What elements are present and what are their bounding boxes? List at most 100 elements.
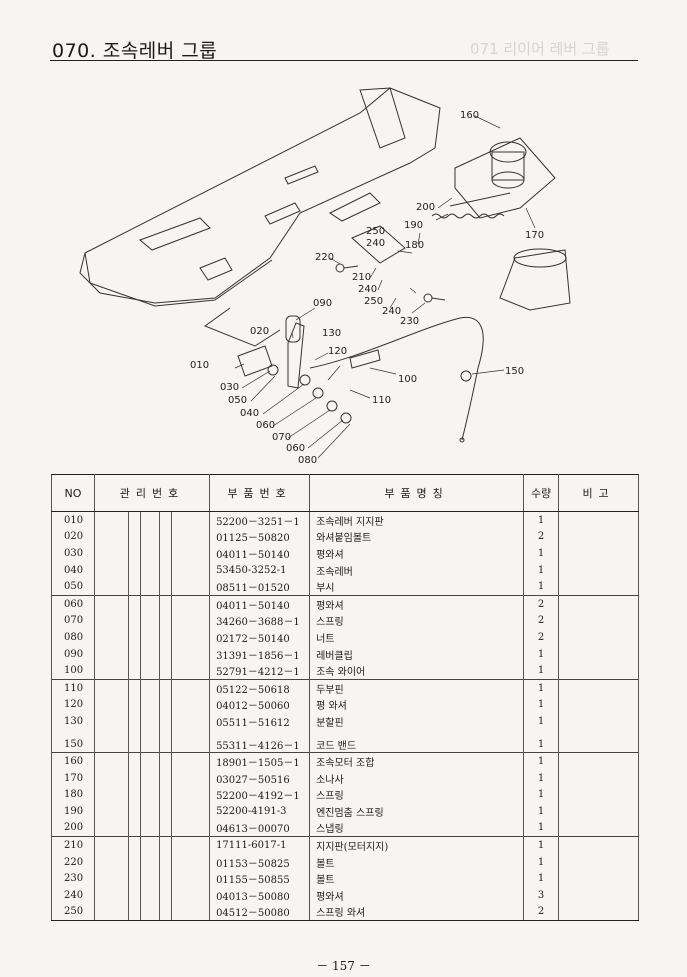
cell-mgmt: [94, 836, 129, 854]
cell-name: 코드 밴드: [309, 735, 525, 753]
callout-080: 080: [298, 455, 317, 466]
cell-part-no: 04011－50140: [209, 545, 311, 562]
cell-qty: 1: [523, 545, 560, 562]
cell-qty: 3: [523, 887, 560, 904]
cell-mgmt: [140, 803, 160, 820]
cell-qty: 1: [523, 713, 560, 730]
cell-mgmt: [159, 735, 172, 753]
cell-mgmt: [140, 786, 160, 804]
cell-no: 090: [51, 645, 95, 663]
callout-130: 130: [322, 328, 341, 339]
callout-250a: 250: [366, 226, 385, 237]
cell-mgmt: [94, 803, 129, 820]
cell-no: 130: [51, 713, 95, 730]
callout-060: 060: [256, 420, 275, 431]
cell-mgmt: [94, 662, 129, 680]
cell-name: 조속 와이어: [309, 662, 525, 680]
cell-mgmt: [94, 578, 129, 596]
cell-remark: [558, 819, 640, 837]
cell-mgmt: [159, 545, 172, 562]
cell-remark: [558, 903, 640, 922]
cell-mgmt: [170, 594, 211, 613]
cell-mgmt: [140, 696, 160, 714]
cell-mgmt: [170, 612, 211, 630]
cell-mgmt: [140, 769, 160, 787]
cell-mgmt: [140, 678, 160, 697]
cell-name: 분할핀: [309, 713, 525, 730]
callout-110: 110: [372, 395, 391, 406]
cell-no: 200: [51, 819, 95, 837]
callout-060b: 060: [286, 443, 305, 454]
cell-mgmt: [140, 870, 160, 888]
cell-mgmt: [170, 870, 211, 888]
cell-mgmt: [140, 836, 160, 854]
cell-qty: 1: [523, 662, 560, 680]
col-part-no: 부품번호: [209, 474, 311, 512]
cell-mgmt: [140, 713, 160, 730]
cell-name: 엔진멈춤 스프링: [309, 803, 525, 820]
cell-part-no: 34260－3688－1: [209, 612, 311, 630]
cell-remark: [558, 510, 640, 529]
cell-mgmt: [94, 612, 129, 630]
cell-mgmt: [170, 510, 211, 529]
cell-mgmt: [94, 713, 129, 730]
callout-050: 050: [228, 395, 247, 406]
cell-qty: 2: [523, 612, 560, 630]
table-header: NO 관리번호 부품번호 부품명칭 수량 비고: [51, 474, 640, 512]
cell-part-no: 31391－1856－1: [209, 645, 311, 663]
cell-mgmt: [128, 903, 141, 922]
cell-qty: 2: [523, 629, 560, 646]
cell-no: 070: [51, 612, 95, 630]
cell-mgmt: [170, 769, 211, 787]
cell-no: 150: [51, 735, 95, 753]
cell-mgmt: [170, 561, 211, 579]
cell-mgmt: [94, 819, 129, 837]
cell-part-no: 17111-6017-1: [209, 836, 311, 854]
cell-part-no: 05511－51612: [209, 713, 311, 730]
cell-mgmt: [94, 887, 129, 904]
col-no: NO: [51, 474, 95, 512]
page-number: － 157 －: [316, 959, 371, 973]
cell-mgmt: [159, 803, 172, 820]
cell-part-no: 02172－50140: [209, 629, 311, 646]
cell-mgmt: [128, 769, 141, 787]
cell-mgmt: [128, 786, 141, 804]
cell-mgmt: [159, 662, 172, 680]
cell-mgmt: [170, 786, 211, 804]
cell-name: 평 와셔: [309, 696, 525, 714]
cell-mgmt: [170, 662, 211, 680]
cell-mgmt: [159, 819, 172, 837]
cell-mgmt: [159, 769, 172, 787]
cell-remark: [558, 545, 640, 562]
cell-qty: 1: [523, 578, 560, 596]
motor-bracket: [454, 137, 556, 219]
chassis-edge: [84, 252, 273, 307]
cell-no: 230: [51, 870, 95, 888]
cell-name: 레버클립: [309, 645, 525, 663]
cell-mgmt: [94, 528, 129, 546]
cell-mgmt: [94, 629, 129, 646]
cell-mgmt: [94, 594, 129, 613]
cell-qty: 1: [523, 696, 560, 714]
cell-part-no: 01153－50825: [209, 853, 311, 871]
cell-mgmt: [140, 545, 160, 562]
bleed-through-title: 071 리이어 레버 그룹: [470, 40, 610, 58]
cell-mgmt: [159, 678, 172, 697]
cover: [499, 249, 571, 311]
cell-remark: [558, 735, 640, 753]
cell-no: 100: [51, 662, 95, 680]
cell-no: 180: [51, 786, 95, 804]
cell-name: 스냅링: [309, 819, 525, 837]
cell-mgmt: [170, 803, 211, 820]
cell-mgmt: [140, 528, 160, 546]
cell-part-no: 52791－4212－1: [209, 662, 311, 680]
cell-mgmt: [128, 612, 141, 630]
